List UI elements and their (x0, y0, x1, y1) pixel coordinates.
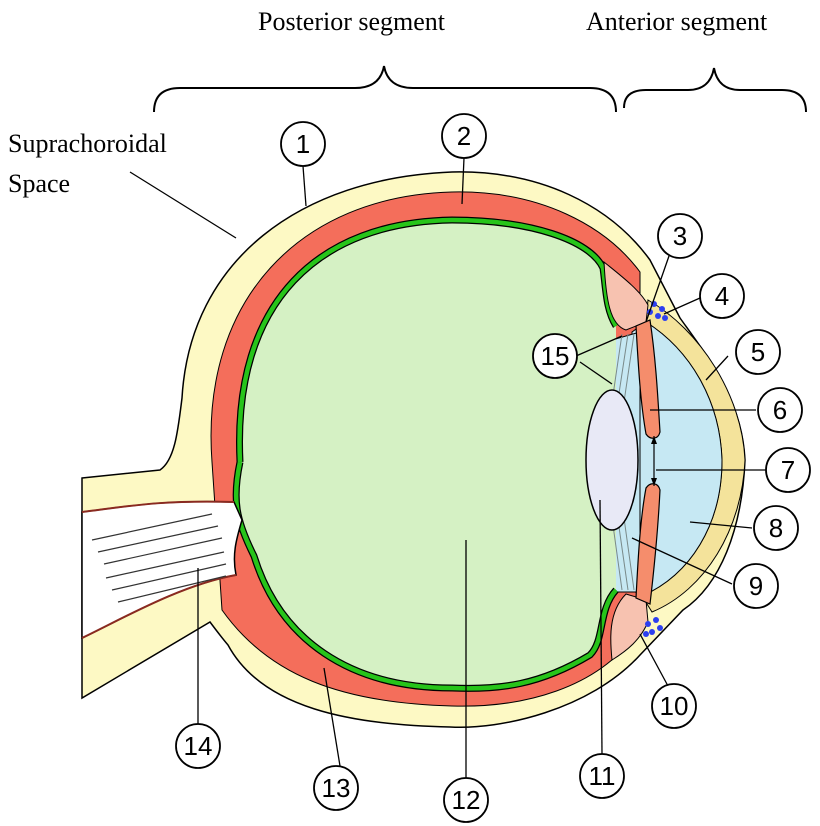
callout-9: 9 (734, 564, 778, 608)
svg-text:4: 4 (715, 281, 729, 311)
callout-6: 6 (758, 388, 802, 432)
callout-8: 8 (754, 506, 798, 550)
svg-text:11: 11 (589, 761, 616, 791)
svg-text:8: 8 (769, 513, 783, 543)
svg-text:15: 15 (541, 341, 570, 371)
svg-text:10: 10 (660, 691, 689, 721)
callout-10: 10 (652, 684, 696, 728)
svg-text:2: 2 (457, 121, 471, 151)
anterior-segment-label: Anterior segment (586, 7, 768, 36)
callout-1: 1 (281, 122, 325, 166)
svg-text:14: 14 (184, 731, 213, 761)
suprachoroidal-label-line2: Space (8, 169, 70, 198)
svg-text:6: 6 (773, 395, 787, 425)
svg-text:3: 3 (673, 221, 687, 251)
suprachoroidal-label-line1: Suprachoroidal (8, 129, 167, 158)
callout-7: 7 (766, 448, 810, 492)
callout-14: 14 (176, 724, 220, 768)
svg-text:12: 12 (452, 785, 481, 815)
svg-text:9: 9 (749, 571, 763, 601)
lens (586, 390, 638, 530)
callout-11: 11 (580, 754, 624, 798)
callout-4: 4 (700, 274, 744, 318)
svg-text:7: 7 (781, 455, 795, 485)
callout-5: 5 (736, 330, 780, 374)
vitreous-body (236, 220, 616, 688)
callout-12: 12 (444, 778, 488, 822)
svg-text:13: 13 (322, 773, 351, 803)
anterior-segment-brace (624, 68, 806, 112)
svg-text:1: 1 (296, 129, 310, 159)
suprachoroidal-leader (130, 172, 236, 238)
svg-text:5: 5 (751, 337, 765, 367)
posterior-segment-label: Posterior segment (258, 7, 446, 36)
callout-13: 13 (314, 766, 358, 810)
callout-15: 15 (533, 334, 577, 378)
callout-2: 2 (442, 114, 486, 158)
posterior-segment-brace (154, 66, 616, 112)
callout-3: 3 (658, 214, 702, 258)
